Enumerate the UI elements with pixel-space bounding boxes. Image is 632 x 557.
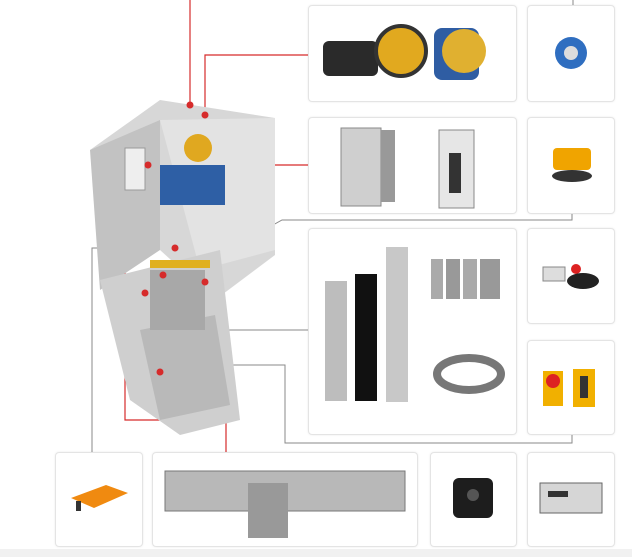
rotary-encoder-panel[interactable] [527, 5, 615, 102]
traction-machine-panel[interactable] [308, 5, 517, 102]
control-cabinet-icon [340, 127, 475, 209]
elevator-shaft-icon [90, 100, 275, 435]
power-supply-icon [539, 482, 603, 514]
car-door-controller-panel[interactable] [527, 228, 615, 324]
overspeed-governor-panel[interactable] [527, 117, 615, 214]
operating-panels-icon [325, 247, 500, 402]
buffer-panel[interactable] [55, 452, 143, 547]
traction-machine-icon [323, 24, 486, 80]
control-cabinet-panel[interactable] [308, 117, 517, 214]
load-weighing-sensor-panel[interactable] [430, 452, 517, 547]
door-operator-icon [164, 470, 406, 538]
overspeed-governor-icon [552, 148, 592, 182]
car-door-controller-icon [542, 264, 599, 289]
wiring-harness-icon [433, 354, 505, 394]
gray-line-estop [230, 364, 573, 444]
bottom-bar [0, 549, 632, 557]
power-supply-panel[interactable] [527, 452, 615, 547]
load-weighing-sensor-icon [453, 478, 493, 518]
operating-panels-panel[interactable] [308, 228, 517, 435]
emergency-stop-icon [543, 369, 595, 407]
rotary-encoder-icon [555, 37, 587, 69]
door-operator-panel[interactable] [152, 452, 418, 547]
red-line-machine [204, 54, 308, 115]
buffer-icon [71, 485, 128, 511]
emergency-stop-panel[interactable] [527, 340, 615, 435]
